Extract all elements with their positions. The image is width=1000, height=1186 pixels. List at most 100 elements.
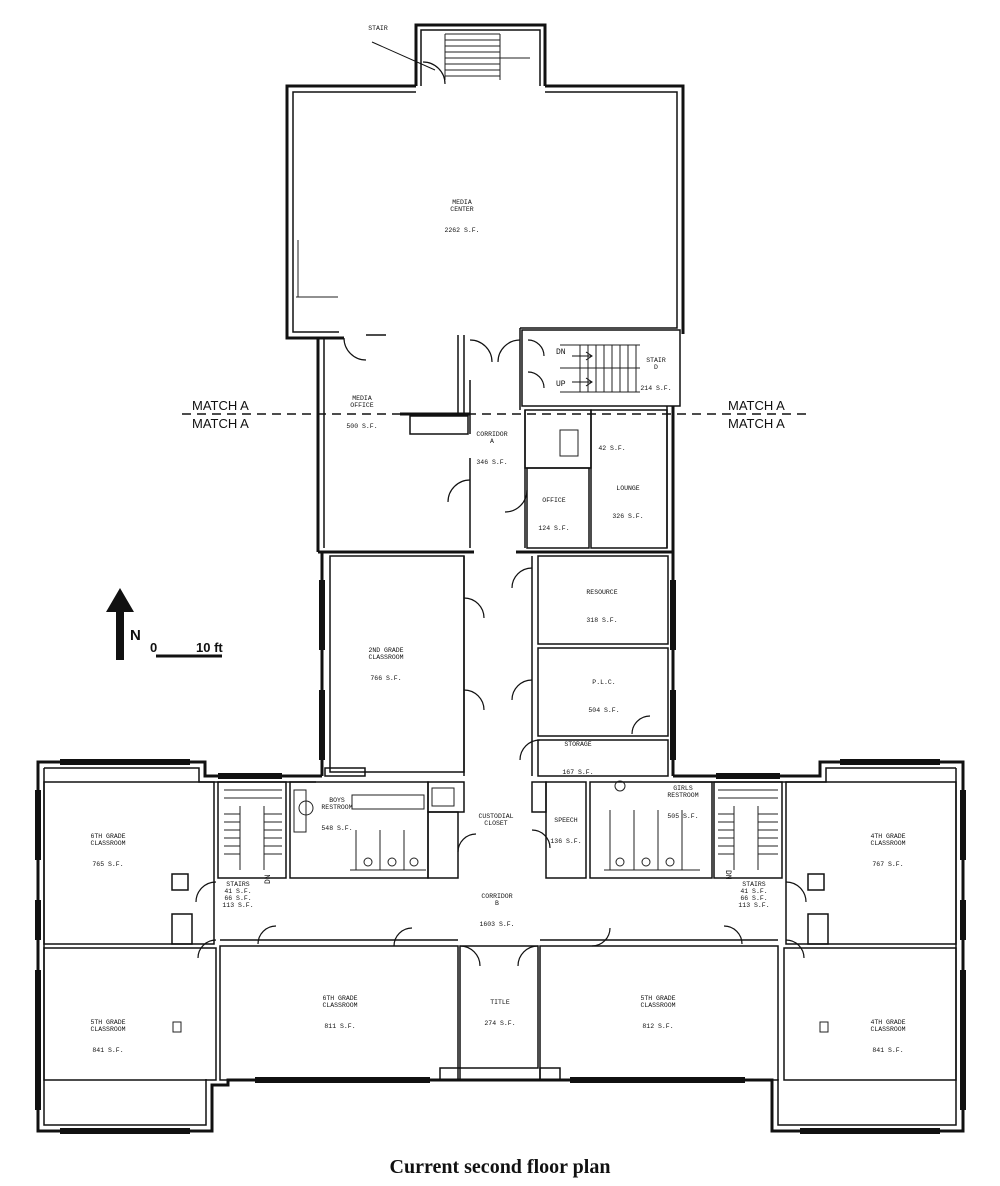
room-label-line: B xyxy=(495,900,499,907)
room-label-line: RESOURCE xyxy=(586,589,617,596)
room-label-line: 136 S.F. xyxy=(550,838,581,845)
room-label-line: 4TH GRADE xyxy=(870,1019,905,1026)
room-label-line: CLASSROOM xyxy=(322,1002,357,1009)
room-label-line: STAIRS xyxy=(742,881,766,888)
room-label-line: CENTER xyxy=(450,206,474,213)
room-label-line: MEDIA xyxy=(352,395,372,402)
room-label-plc: P.L.C. 504 S.F. xyxy=(588,679,619,714)
room-label-line: OFFICE xyxy=(350,402,374,409)
room-label-line: 505 S.F. xyxy=(667,813,698,820)
room-label-line: CLASSROOM xyxy=(368,654,403,661)
room-label-line: RESTROOM xyxy=(667,792,698,799)
room-label-lounge: LOUNGE 326 S.F. xyxy=(612,485,643,520)
room-label-line: MEDIA xyxy=(452,199,472,206)
room-label-line: 274 S.F. xyxy=(484,1020,515,1027)
dn-label-west: DN xyxy=(264,874,273,884)
room-label-restroom: 42 S.F. xyxy=(598,445,625,452)
room-label-line: CORRIDOR xyxy=(476,431,507,438)
room-label-line: GIRLS xyxy=(673,785,693,792)
dn-label-east: DN xyxy=(723,870,732,880)
upper-section-walls xyxy=(316,328,675,554)
floor-plan: DN UP MATCH A MATCH A MATCH A MATCH A xyxy=(35,23,966,1134)
room-label-line: 5TH GRADE xyxy=(640,995,675,1002)
match-label-left-bottom: MATCH A xyxy=(192,416,249,431)
room-label-line: 214 S.F. xyxy=(640,385,671,392)
room-label-line: 2ND GRADE xyxy=(368,647,403,654)
room-label-line: CLASSROOM xyxy=(90,1026,125,1033)
room-label-line: CLASSROOM xyxy=(90,840,125,847)
room-label-line: BOYS xyxy=(329,797,345,804)
south-rooms xyxy=(219,927,779,1081)
middle-wing-walls xyxy=(319,552,676,777)
room-label-line: 66 S.F. xyxy=(224,895,251,902)
room-label-line: 1603 S.F. xyxy=(479,921,514,928)
room-label-line: 548 S.F. xyxy=(321,825,352,832)
room-label-line: 113 S.F. xyxy=(222,902,253,909)
caption: Current second floor plan xyxy=(389,1156,611,1178)
room-label-line: 6TH GRADE xyxy=(90,833,125,840)
room-label-line: 767 S.F. xyxy=(872,861,903,868)
room-label-line: CUSTODIAL xyxy=(478,813,513,820)
room-label-line: STORAGE xyxy=(564,741,591,748)
room-label-line: CLASSROOM xyxy=(870,840,905,847)
north-label: N xyxy=(130,627,141,644)
room-label-line: 124 S.F. xyxy=(538,525,569,532)
room-label-line: 500 S.F. xyxy=(346,423,377,430)
room-label-line: SPEECH xyxy=(554,817,578,824)
room-label-line: CLASSROOM xyxy=(640,1002,675,1009)
room-label-line: CORRIDOR xyxy=(481,893,512,900)
west-rooms: DN xyxy=(43,781,287,1081)
room-label-line: LOUNGE xyxy=(616,485,640,492)
room-label-line: 113 S.F. xyxy=(738,902,769,909)
room-label-line: 326 S.F. xyxy=(612,513,643,520)
room-label-line: OFFICE xyxy=(542,497,566,504)
room-label-line: 841 S.F. xyxy=(92,1047,123,1054)
room-label-line: 346 S.F. xyxy=(476,459,507,466)
room-label-line: 5TH GRADE xyxy=(90,1019,125,1026)
room-label-line: CLOSET xyxy=(484,820,508,827)
room-label-line: 318 S.F. xyxy=(586,617,617,624)
room-label-line: 504 S.F. xyxy=(588,707,619,714)
room-label-speech: SPEECH 136 S.F. xyxy=(550,817,581,845)
north-arrow: N 0 10 ft xyxy=(106,588,223,660)
media-center-walls xyxy=(285,84,685,361)
room-label-line: 41 S.F. xyxy=(740,888,767,895)
room-label-line: 41 S.F. xyxy=(224,888,251,895)
room-label-stair-top: STAIR xyxy=(368,25,388,32)
room-label-line: A xyxy=(490,438,494,445)
room-label-line: 812 S.F. xyxy=(642,1023,673,1030)
dn-label: DN xyxy=(556,348,566,357)
boys-restroom xyxy=(289,781,477,879)
room-label-line: STAIR xyxy=(368,25,388,32)
match-label-left-top: MATCH A xyxy=(192,398,249,413)
up-label: UP xyxy=(556,380,566,389)
east-center-rooms: DN xyxy=(531,780,957,1081)
room-label-line: STAIRS xyxy=(226,881,250,888)
match-line: MATCH A MATCH A MATCH A MATCH A xyxy=(182,398,810,431)
room-label-line: P.L.C. xyxy=(592,679,615,686)
scale-start: 0 xyxy=(150,640,157,655)
room-label-line: 2262 S.F. xyxy=(444,227,479,234)
room-label-line: 811 S.F. xyxy=(324,1023,355,1030)
room-label-line: 6TH GRADE xyxy=(322,995,357,1002)
room-label-line: 765 S.F. xyxy=(92,861,123,868)
room-label-line: 4TH GRADE xyxy=(870,833,905,840)
room-label-resource: RESOURCE 318 S.F. xyxy=(586,589,617,624)
room-label-line: CLASSROOM xyxy=(870,1026,905,1033)
